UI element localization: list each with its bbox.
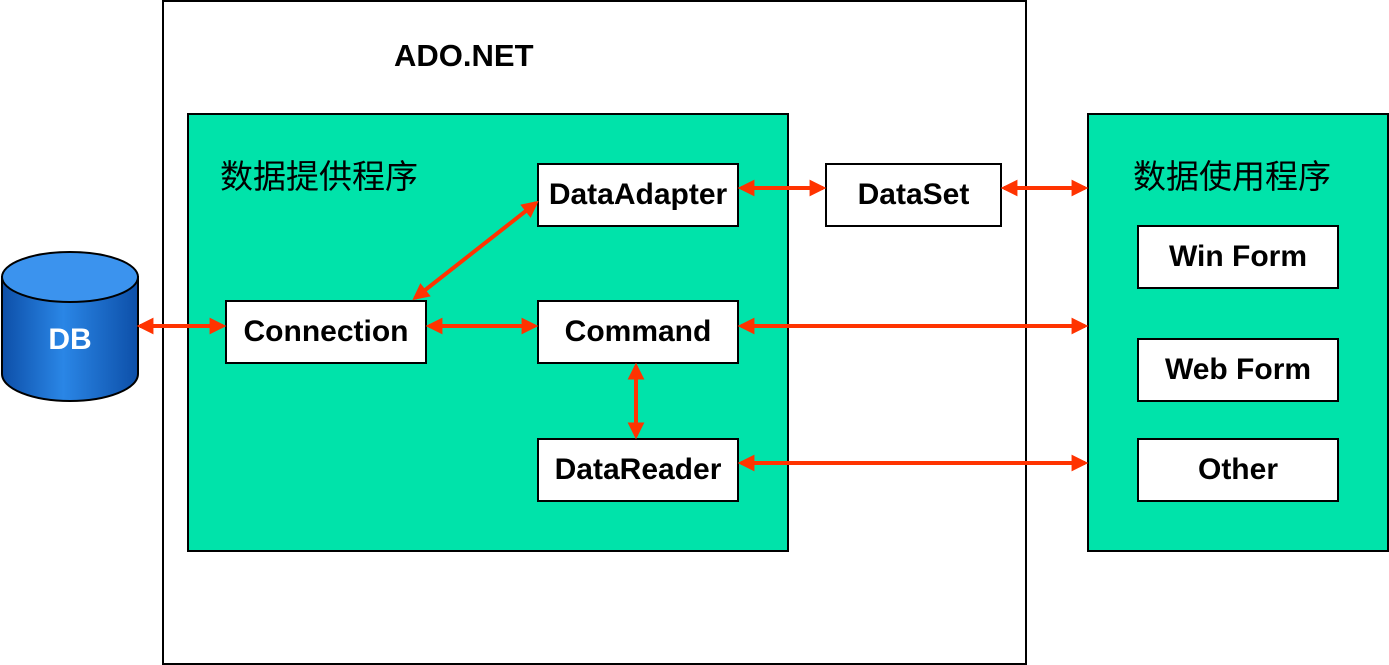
data-reader-node: DataReader [537, 438, 739, 502]
ado-net-title: ADO.NET [394, 38, 534, 73]
arrow-connection-dataadapter [412, 200, 539, 301]
other-node: Other [1137, 438, 1339, 502]
connection-node: Connection [225, 300, 427, 364]
db-label: DB [48, 323, 92, 356]
data-provider-label: 数据提供程序 [220, 157, 418, 196]
web-form-node: Web Form [1137, 338, 1339, 402]
database-icon [1, 251, 139, 402]
data-adapter-node: DataAdapter [537, 163, 739, 227]
dataset-node: DataSet [825, 163, 1002, 227]
win-form-node: Win Form [1137, 225, 1339, 289]
data-consumer-label: 数据使用程序 [1133, 157, 1331, 196]
